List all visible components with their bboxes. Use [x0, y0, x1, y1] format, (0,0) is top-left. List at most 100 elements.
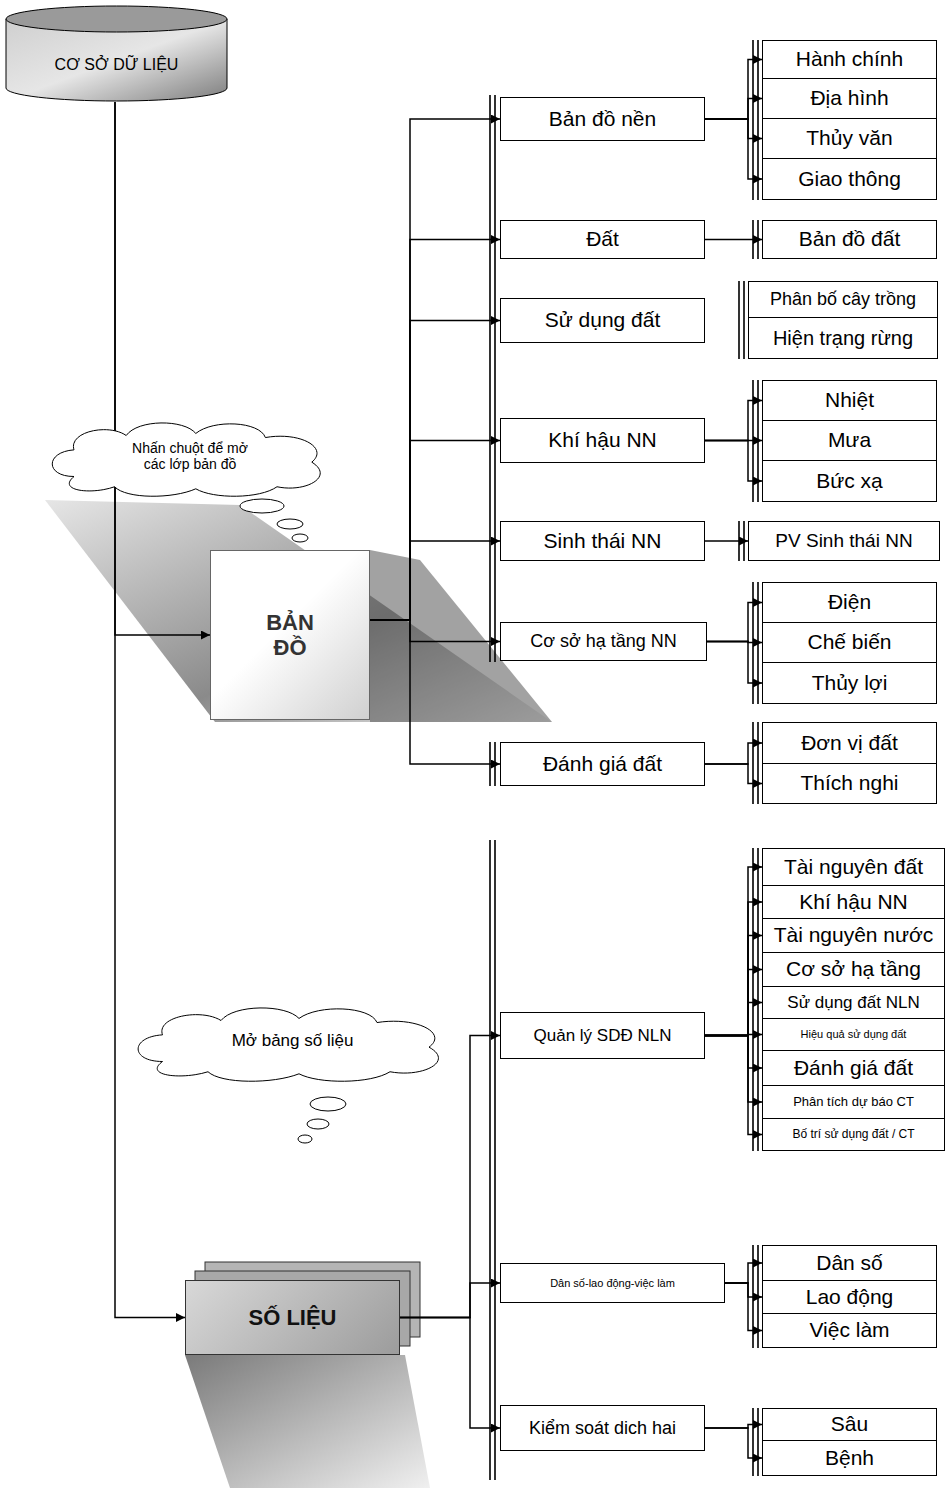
- thought-bubble: [307, 1119, 329, 1129]
- node-text: Khí hậu NN: [548, 428, 657, 452]
- connector-arrow: [725, 1283, 762, 1331]
- connector-arrow: [705, 936, 762, 1036]
- process-box: Hiệu quả sử dụng đất: [762, 1018, 945, 1051]
- node-text: Lao động: [806, 1285, 894, 1309]
- connector-arrow: [705, 743, 762, 764]
- node-text: BẢN ĐỒ: [255, 610, 325, 661]
- process-box: Kiểm soát dich hai: [500, 1405, 705, 1451]
- process-box: Dân số: [762, 1245, 937, 1281]
- bracket-bar: [753, 40, 758, 200]
- connector-arrow: [725, 1283, 762, 1297]
- node-text: Tài nguyên nước: [774, 923, 934, 947]
- connector-arrow: [705, 970, 762, 1036]
- process-box: Đánh giá đất: [500, 742, 705, 786]
- process-box: Hành chính: [762, 40, 937, 79]
- process-box: Chế biến: [762, 622, 937, 663]
- process-box: Quản lý SDĐ NLN: [500, 1012, 705, 1059]
- node-text: Hành chính: [796, 47, 903, 71]
- node-text: Bệnh: [825, 1446, 874, 1470]
- connector-arrow: [705, 867, 762, 1036]
- process-box: Việc làm: [762, 1313, 937, 1348]
- connector-arrow: [705, 1036, 762, 1135]
- process-box: Khí hậu NN: [500, 418, 705, 463]
- process-box: Tài nguyên nước: [762, 918, 945, 953]
- node-text: Hiện trạng rừng: [773, 327, 913, 350]
- process-box: Tài nguyên đất: [762, 848, 945, 886]
- connector-arrow: [370, 441, 500, 621]
- connector-arrow: [370, 620, 500, 764]
- process-box: Bức xạ: [762, 460, 937, 502]
- node-text: CƠ SỞ DỮ LIỆU: [55, 56, 179, 74]
- connector-arrow: [400, 1036, 500, 1318]
- process-box: PV Sinh thái NN: [748, 521, 940, 561]
- connector-arrow: [400, 1318, 500, 1429]
- thought-bubble: [277, 519, 303, 529]
- node-text: Khí hậu NN: [799, 890, 908, 914]
- process-box: Địa hình: [762, 78, 937, 119]
- cloud-outline: [138, 1008, 438, 1081]
- connector-arrow: [705, 99, 762, 120]
- thought-bubble: [298, 1135, 312, 1143]
- process-box: Giao thông: [762, 158, 937, 200]
- connector-arrow: [705, 441, 762, 482]
- node-text: Bản đồ nền: [549, 107, 656, 131]
- callout-cloud: Nhấn chuột để mở các lớp bản đồ: [45, 415, 335, 497]
- node-text: Dân số-lao động-việc làm: [550, 1277, 675, 1290]
- node-text: Bức xạ: [816, 469, 883, 493]
- node-text: Chế biến: [807, 630, 891, 654]
- connector-arrow: [370, 119, 500, 620]
- connector-arrow: [705, 1036, 762, 1069]
- node-text: Cơ sở hạ tầng: [786, 957, 921, 981]
- process-box: Khí hậu NN: [762, 885, 945, 919]
- process-box: Sử dụng đất: [500, 298, 705, 343]
- thought-bubble: [292, 534, 308, 542]
- process-box: Đơn vị đất: [762, 722, 937, 764]
- process-box: Đánh giá đất: [762, 1050, 945, 1086]
- node-text: Nhấn chuột để mở các lớp bản đồ: [125, 440, 255, 472]
- node-text: Giao thông: [798, 167, 901, 191]
- connector-arrow: [707, 603, 762, 642]
- map-shadow: [45, 500, 552, 722]
- bracket-bar: [739, 281, 744, 359]
- connector-arrow: [705, 119, 762, 139]
- connector-arrow: [705, 1036, 762, 1103]
- connector-arrow: [705, 1003, 762, 1036]
- process-box: Thủy văn: [762, 118, 937, 159]
- process-box: Bản đồ đất: [762, 220, 937, 259]
- process-box: Thủy lợi: [762, 662, 937, 704]
- bracket-bar: [490, 840, 495, 1480]
- node-text: Cơ sở hạ tầng NN: [530, 631, 677, 652]
- node-text: PV Sinh thái NN: [775, 530, 912, 552]
- connector-arrow: [400, 1283, 500, 1318]
- process-box: Phân bố cây trồng: [748, 281, 938, 318]
- process-box: Cơ sở hạ tầng: [762, 952, 945, 987]
- connector-arrow: [705, 401, 762, 441]
- node-text: Đánh giá đất: [543, 752, 662, 776]
- bracket-bar: [753, 848, 758, 1151]
- cylinder-top: [6, 6, 227, 32]
- process-box: Bệnh: [762, 1440, 937, 1476]
- node-text: Mưa: [828, 428, 871, 452]
- node-text: Đánh giá đất: [794, 1056, 913, 1080]
- node-text: Hiệu quả sử dụng đất: [801, 1028, 907, 1041]
- node-text: Đất: [586, 227, 619, 251]
- thought-bubble: [240, 499, 284, 513]
- map-block: BẢN ĐỒ: [210, 550, 370, 720]
- process-box: Sử dụng đất NLN: [762, 986, 945, 1019]
- process-box: Sinh thái NN: [500, 521, 705, 561]
- process-box: Sâu: [762, 1408, 937, 1441]
- process-box: Thích nghi: [762, 763, 937, 804]
- connector-arrow: [370, 620, 500, 642]
- connector-arrow: [725, 1263, 762, 1283]
- connector-arrow: [707, 642, 762, 684]
- database-cylinder: CƠ SỞ DỮ LIỆU: [5, 5, 228, 102]
- process-box: Hiện trạng rừng: [748, 317, 938, 359]
- node-text: Tài nguyên đất: [784, 855, 923, 879]
- bracket-bar: [753, 722, 758, 804]
- process-box: Nhiệt: [762, 380, 937, 421]
- cloud-outline: [52, 423, 320, 496]
- connector-arrow: [705, 1428, 762, 1458]
- node-text: Phân bố cây trồng: [770, 289, 916, 310]
- node-text: Thủy lợi: [812, 671, 888, 695]
